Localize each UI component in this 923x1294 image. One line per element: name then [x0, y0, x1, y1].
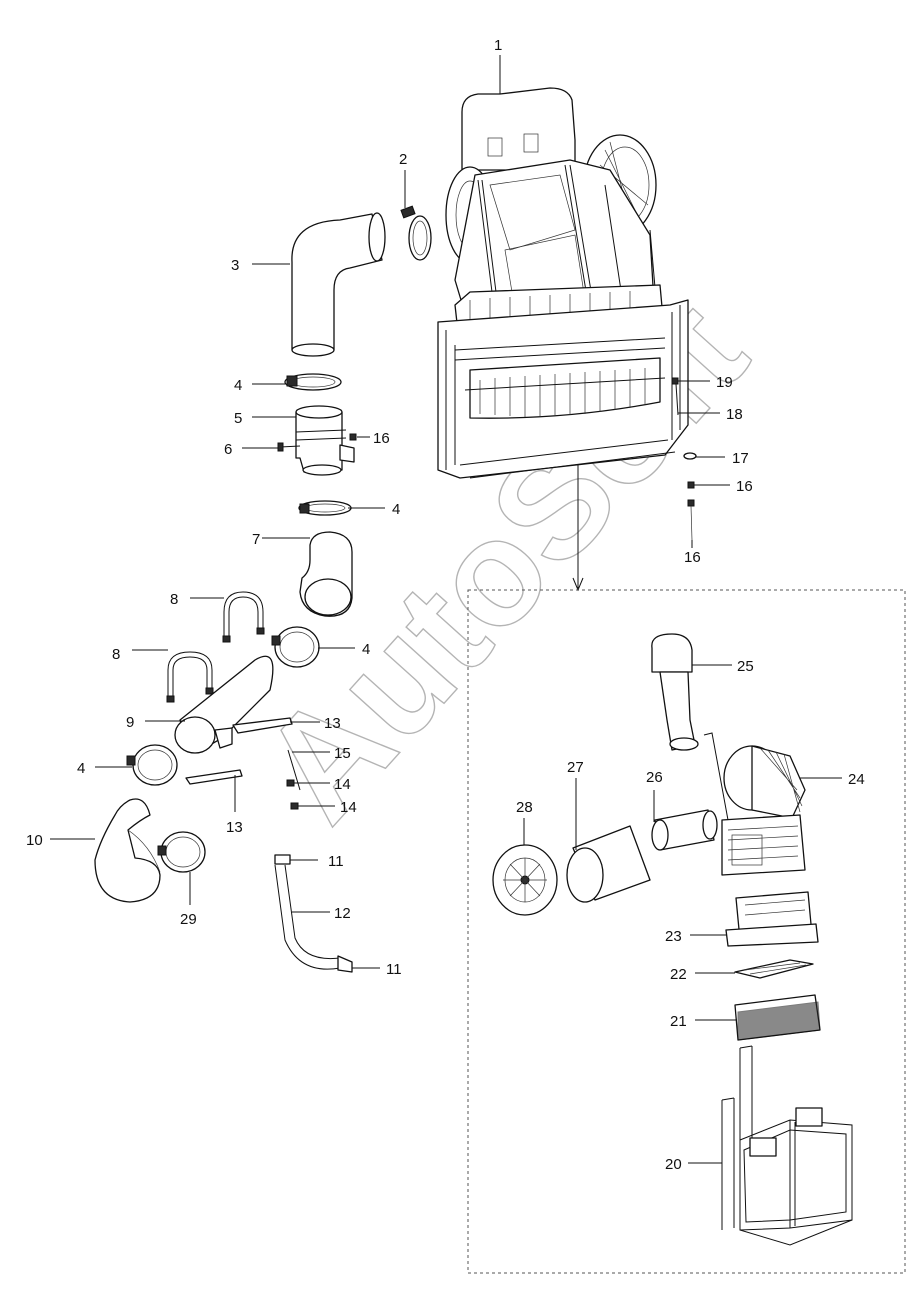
- callout-14-b: 14: [340, 799, 357, 816]
- clamp-2: [400, 205, 432, 261]
- support-frame-20: [721, 1045, 853, 1246]
- callout-4-c: 4: [362, 641, 370, 658]
- hose-12: [274, 854, 353, 973]
- callout-14-a: 14: [334, 776, 351, 793]
- inner-filter-26: [651, 809, 718, 851]
- pipe-9: [174, 655, 274, 754]
- lower-filter-21: [734, 994, 821, 1041]
- bolt-6: [277, 442, 301, 452]
- callout-5: 5: [234, 410, 242, 427]
- air-cleaner-assembly: [437, 87, 689, 479]
- clamp-4-third: [271, 626, 320, 668]
- hood-25: [651, 633, 699, 751]
- screen-22: [734, 959, 814, 979]
- callout-21: 21: [670, 1013, 687, 1030]
- callout-20: 20: [665, 1156, 682, 1173]
- callout-13-a: 13: [324, 715, 341, 732]
- u-bolt-8-lower: [166, 651, 214, 703]
- callout-25: 25: [737, 658, 754, 675]
- callouts: 1 2 3 4 5 6 16 4 7 8 8 4 9 13 4 15 14 14…: [26, 37, 865, 1173]
- callout-6: 6: [224, 441, 232, 458]
- callout-8-a: 8: [170, 591, 178, 608]
- callout-11-b: 11: [386, 961, 402, 978]
- housing-top-block: [721, 814, 806, 876]
- elbow-7: [299, 531, 353, 617]
- callout-26: 26: [646, 769, 663, 786]
- callout-2: 2: [399, 151, 407, 168]
- leader-lines: [50, 55, 842, 1164]
- bracket-13-upper: [232, 717, 293, 734]
- callout-16-c: 16: [684, 549, 701, 566]
- callout-15: 15: [334, 745, 351, 762]
- elbow-pipe-3: [291, 212, 386, 357]
- screen-22-mesh: [744, 962, 807, 975]
- elbow-10: [94, 798, 161, 903]
- callout-9: 9: [126, 714, 134, 731]
- callout-7: 7: [252, 531, 260, 548]
- adapter-5: [295, 405, 355, 476]
- callout-4-b: 4: [392, 501, 400, 518]
- nut-14-lower: [290, 802, 299, 810]
- cover-28: [492, 844, 558, 916]
- clamp-29: [157, 831, 206, 873]
- callout-12: 12: [334, 905, 351, 922]
- clamp-4-fourth: [126, 744, 178, 786]
- callout-23: 23: [665, 928, 682, 945]
- clamp-4-top: [284, 373, 342, 391]
- callout-4-d: 4: [77, 760, 85, 777]
- nut-16-adapter: [349, 433, 357, 441]
- callout-10: 10: [26, 832, 43, 849]
- callout-19: 19: [716, 374, 733, 391]
- u-bolt-8-upper: [222, 591, 265, 643]
- callout-13-b: 13: [226, 819, 243, 836]
- pre-cleaner-24: [723, 745, 806, 819]
- callout-18: 18: [726, 406, 743, 423]
- callout-1: 1: [494, 37, 502, 54]
- callout-16-a: 16: [373, 430, 390, 447]
- callout-11-a: 11: [328, 853, 344, 870]
- callout-3: 3: [231, 257, 239, 274]
- callout-29: 29: [180, 911, 197, 928]
- callout-16-b: 16: [736, 478, 753, 495]
- callout-17: 17: [732, 450, 749, 467]
- callout-27: 27: [567, 759, 584, 776]
- detail-inset-frame: [467, 589, 906, 1274]
- callout-24: 24: [848, 771, 865, 788]
- filter-housing-23: [725, 891, 819, 947]
- callout-8-b: 8: [112, 646, 120, 663]
- callout-4-a: 4: [234, 377, 242, 394]
- callout-22: 22: [670, 966, 687, 983]
- outer-filter-27: [566, 825, 651, 903]
- nut-14-upper: [286, 779, 295, 787]
- bracket-13-lower: [185, 769, 243, 785]
- clamp-4-second: [298, 500, 352, 516]
- callout-28: 28: [516, 799, 533, 816]
